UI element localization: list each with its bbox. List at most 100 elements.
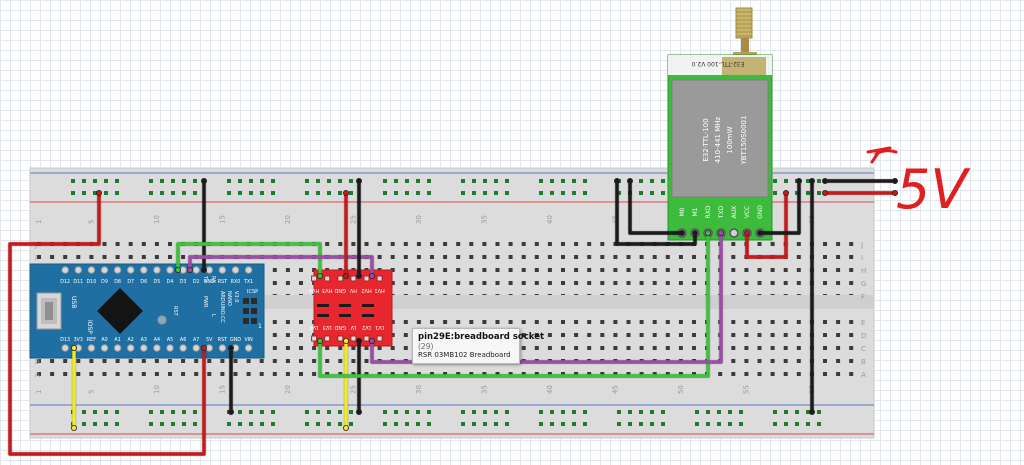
arduino-pin-label: 5V [206, 337, 213, 343]
breadboard-hole [639, 268, 644, 272]
breadboard-hole [757, 268, 762, 272]
row-letter-right: B [861, 358, 866, 366]
breadboard-hole [661, 179, 665, 183]
breadboard-hole [482, 372, 487, 376]
arduino-pin-label: A0 [101, 337, 107, 343]
shifter-label: HV1 [374, 287, 384, 293]
breadboard-hole [390, 242, 395, 246]
breadboard-hole [338, 422, 342, 426]
breadboard-hole [757, 242, 762, 246]
arduino-pin-label: A3 [141, 337, 147, 343]
breadboard-hole [305, 410, 309, 414]
column-number-bottom: 1 [35, 390, 43, 394]
breadboard-hole [561, 281, 565, 285]
breadboard-hole [168, 359, 172, 363]
breadboard-hole [416, 191, 420, 195]
column-number-bottom: 20 [284, 385, 292, 394]
breadboard-hole [744, 359, 749, 363]
breadboard-hole [115, 179, 119, 183]
breadboard-hole [299, 372, 303, 376]
breadboard-hole [784, 410, 788, 414]
breadboard-hole [305, 191, 309, 195]
breadboard-hole [574, 255, 579, 259]
breadboard-hole [508, 242, 513, 246]
breadboard-hole [849, 359, 854, 363]
wire-end [342, 337, 349, 344]
breadboard-hole [695, 410, 699, 414]
breadboard-hole [508, 281, 513, 285]
breadboard-hole [102, 359, 107, 363]
wire-endpoints [71, 177, 899, 431]
breadboard-hole [678, 281, 683, 285]
breadboard-hole [338, 346, 343, 350]
breadboard-hole [272, 281, 277, 285]
shifter-pins[interactable] [311, 275, 383, 342]
voltage-annotation: 5V [866, 146, 971, 221]
breadboard-hole [561, 333, 565, 337]
breadboard-hole [587, 346, 592, 350]
row-letter-left: I [35, 254, 37, 262]
wire-end [368, 272, 375, 279]
breadboard-hole [299, 281, 303, 285]
wire-end [822, 189, 829, 196]
breadboard-hole [587, 255, 592, 259]
breadboard-hole [238, 191, 242, 195]
wires[interactable] [7, 178, 897, 457]
breadboard-hole [539, 191, 543, 195]
breadboard-hole [246, 359, 251, 363]
wire-end [96, 189, 103, 196]
brand-label: ARDUINO.CC [219, 291, 225, 323]
breadboard-hole [383, 410, 387, 414]
breadboard-hole [483, 179, 487, 183]
breadboard-hole [89, 372, 94, 376]
breadboard-hole [521, 333, 526, 337]
breadboard-hole [272, 372, 277, 376]
wire-red-vcc [745, 191, 788, 259]
breadboard-hole [773, 191, 777, 195]
breadboard-hole [796, 333, 801, 337]
icsp-header [243, 298, 257, 324]
breadboard-hole [325, 359, 330, 363]
breadboard-hole [316, 179, 320, 183]
breadboard-hole [430, 372, 434, 376]
row-letter-right: F [861, 293, 865, 301]
breadboard-hole [796, 320, 801, 324]
breadboard-hole [572, 191, 576, 195]
breadboard-hole [405, 179, 409, 183]
wire-end [316, 337, 323, 344]
breadboard-hole [383, 179, 387, 183]
breadboard-hole [770, 268, 775, 272]
breadboard-hole [849, 320, 854, 324]
breadboard-hole [661, 422, 665, 426]
lora-pin-label: M1 [692, 207, 699, 216]
breadboard-hole [770, 333, 775, 337]
breadboard-hole [574, 268, 579, 272]
breadboard-hole [37, 255, 41, 259]
breadboard-hole [587, 320, 592, 324]
breadboard-hole [115, 422, 119, 426]
wire-black-m1 [615, 179, 697, 246]
column-number-top: 35 [480, 215, 488, 224]
shifter-pin [337, 275, 344, 282]
breadboard-hole [639, 179, 643, 183]
shifter-pin [376, 275, 383, 282]
breadboard-hole [181, 255, 186, 259]
breadboard-hole [456, 268, 461, 272]
breadboard-hole [272, 333, 277, 337]
wire-black-m0 [628, 179, 684, 235]
breadboard-hole [508, 320, 513, 324]
breadboard-hole [547, 346, 552, 350]
breadboard-hole [770, 359, 775, 363]
breadboard-hole [351, 242, 356, 246]
arduino-board [29, 263, 265, 359]
breadboard-hole [390, 255, 395, 259]
column-number-bottom: 15 [218, 385, 226, 394]
breadboard-hole [587, 333, 592, 337]
